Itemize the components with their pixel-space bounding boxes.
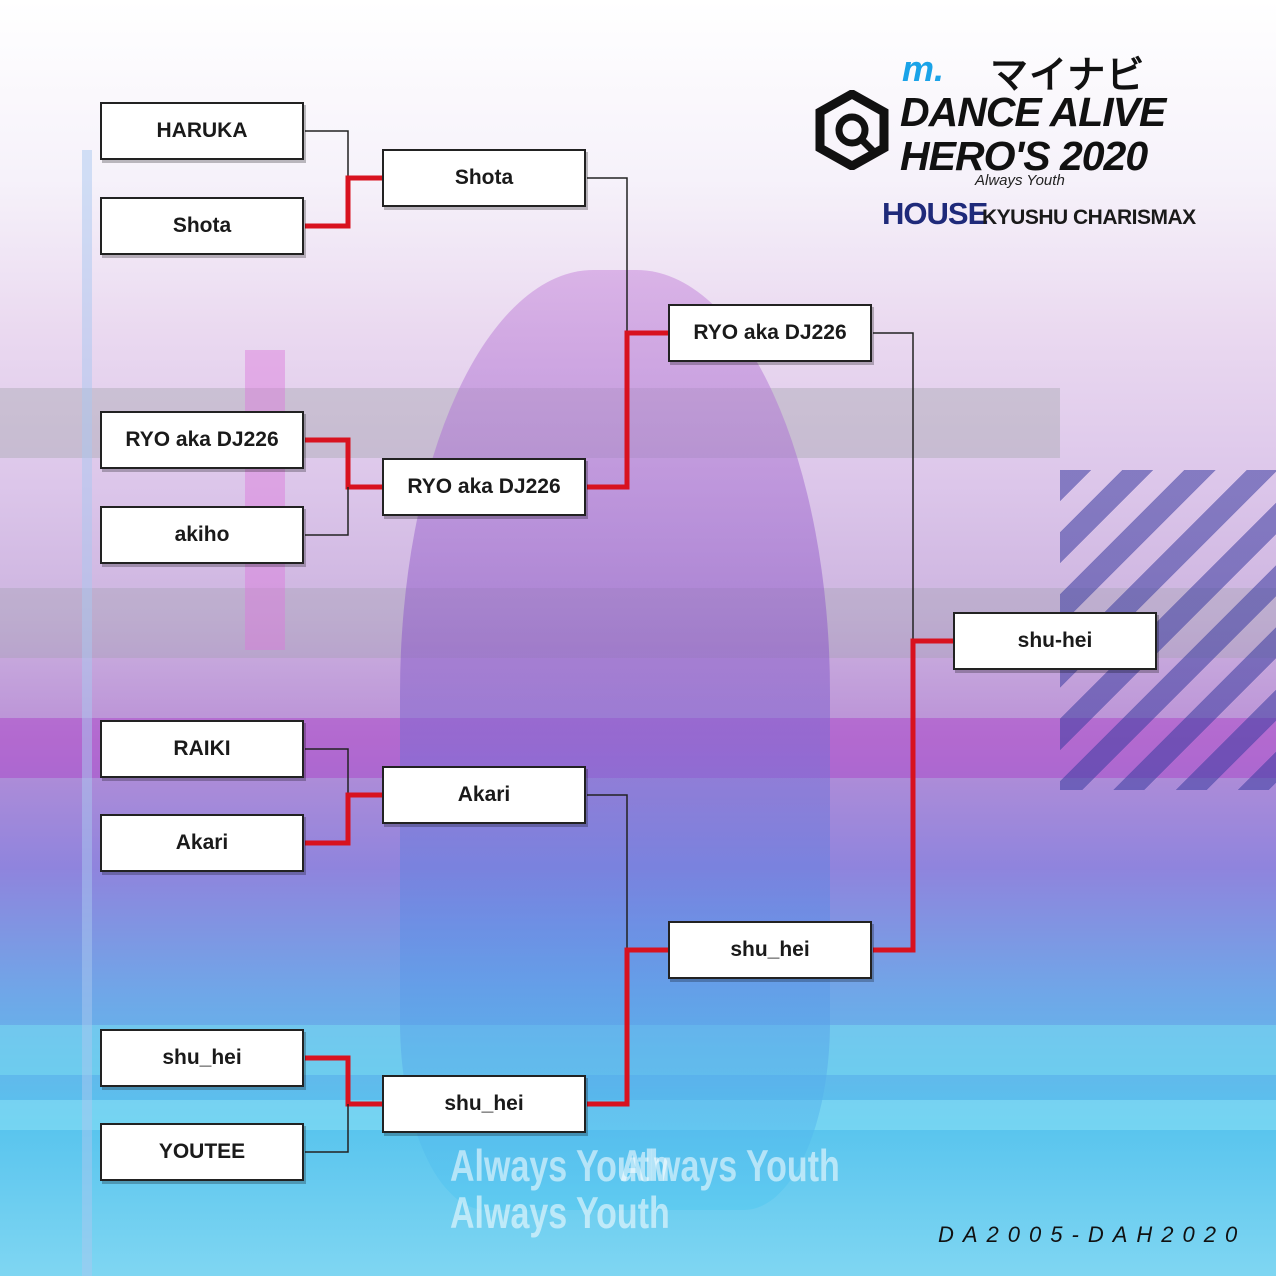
connector-winner	[305, 792, 382, 846]
event-logo-icon	[815, 90, 889, 170]
connector-winner	[587, 330, 668, 490]
brand-mark-icon: m.	[902, 48, 945, 89]
brand-name: マイナビ	[990, 55, 1146, 97]
connector-loser	[873, 332, 914, 641]
round1-entry: HARUKA	[100, 102, 304, 160]
round1-entry: shu_hei	[100, 1029, 304, 1087]
connector-loser	[305, 1104, 349, 1153]
connector-loser	[305, 748, 349, 795]
watermark-text: Always Youth	[450, 1142, 670, 1192]
watermark-text: Always Youth	[620, 1142, 840, 1192]
bg-figure-silhouette	[400, 270, 830, 1210]
round1-entry: akiho	[100, 506, 304, 564]
connector-winner	[305, 1055, 382, 1107]
tagline: Always Youth	[975, 172, 1065, 189]
connector-winner	[305, 175, 382, 229]
round1-entry: RYO aka DJ226	[100, 411, 304, 469]
round2-entry: RYO aka DJ226	[382, 458, 586, 516]
watermark-text: Always Youth	[450, 1189, 670, 1239]
round1-entry: RAIKI	[100, 720, 304, 778]
footer-code: DA2005-DAH2020	[938, 1222, 1247, 1247]
semifinal-entry: RYO aka DJ226	[668, 304, 872, 362]
winner-entry: shu-hei	[953, 612, 1157, 670]
event-title-line2: HERO'S 2020	[900, 133, 1148, 179]
round2-entry: Akari	[382, 766, 586, 824]
connector-loser	[587, 794, 628, 950]
round1-entry: YOUTEE	[100, 1123, 304, 1181]
bg-vertical-line	[82, 150, 92, 1276]
semifinal-entry: shu_hei	[668, 921, 872, 979]
round1-entry: Shota	[100, 197, 304, 255]
event-title: DANCE ALIVE HERO'S 2020	[900, 89, 1166, 179]
event-title-line1: DANCE ALIVE	[900, 89, 1166, 135]
connector-winner	[305, 437, 382, 490]
connector-winner	[587, 947, 668, 1107]
area-label: KYUSHU CHARISMAX	[982, 206, 1196, 229]
round1-entry: Akari	[100, 814, 304, 872]
connector-loser	[305, 130, 349, 178]
genre-label: HOUSE	[882, 196, 988, 231]
round2-entry: Shota	[382, 149, 586, 207]
connector-loser	[305, 487, 349, 536]
round2-entry: shu_hei	[382, 1075, 586, 1133]
bg-bar-pink	[245, 350, 285, 650]
connector-loser	[587, 177, 628, 333]
connector-winner	[873, 638, 953, 953]
